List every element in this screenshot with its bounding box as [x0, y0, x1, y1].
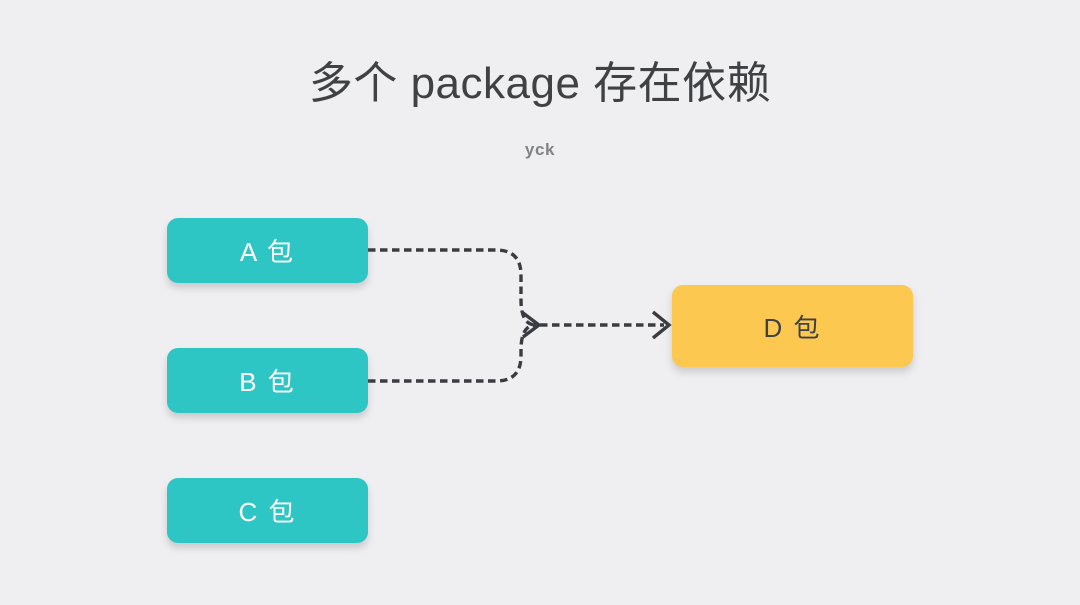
package-node-d-label: D 包 [763, 312, 822, 343]
edge-junction-chevron-icon [521, 311, 542, 339]
package-node-b-label: B 包 [239, 367, 296, 397]
page-title: 多个 package 存在依赖 [308, 59, 772, 108]
package-node-b[interactable]: B 包 [167, 348, 368, 413]
package-node-c-label: C 包 [238, 497, 297, 527]
page-subtitle: yck [524, 140, 556, 159]
package-node-a-label: A 包 [239, 237, 296, 267]
package-node-a[interactable]: A 包 [167, 218, 368, 283]
package-node-d[interactable]: D 包 [672, 285, 913, 367]
edge-b-to-d [368, 323, 537, 383]
package-node-c[interactable]: C 包 [167, 478, 368, 543]
edge-arrowhead-icon [651, 310, 672, 340]
edge-a-to-d [368, 248, 537, 327]
